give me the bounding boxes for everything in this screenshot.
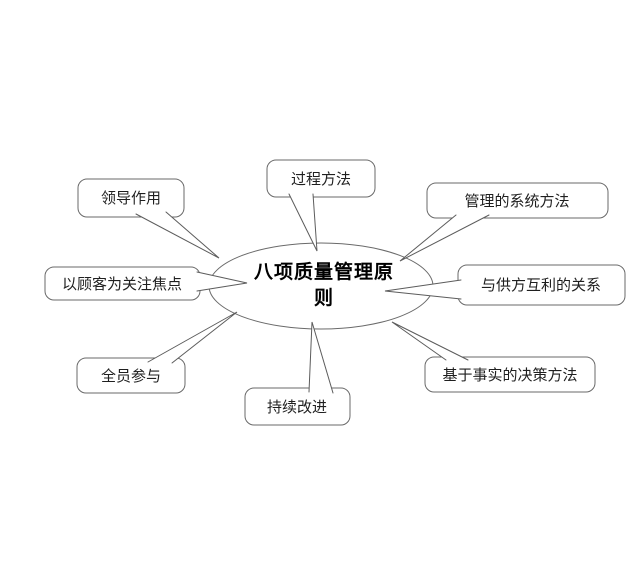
center-ellipse: [208, 242, 434, 330]
bubble-factual-decision-tail: [391, 321, 469, 361]
bubble-process-approach: 过程方法: [266, 159, 376, 252]
bubble-supplier-relations-label: 与供方互利的关系: [481, 277, 601, 294]
bubble-customer-focus-label: 以顾客为关注焦点: [62, 276, 182, 293]
bubble-involvement-shape: [76, 357, 186, 394]
bubble-factual-decision-shape: [424, 356, 596, 393]
bubble-continual-improvement-label: 持续改进: [267, 399, 327, 416]
bubble-leadership: 领导作用: [77, 178, 220, 259]
bubble-system-approach-label: 管理的系统方法: [464, 193, 569, 210]
bubble-process-approach-tail: [288, 193, 318, 252]
center-label-line2: 则: [314, 287, 334, 309]
bubble-leadership-tail: [135, 211, 220, 259]
bubble-system-approach: 管理的系统方法: [399, 182, 609, 262]
bubble-factual-decision-label: 基于事实的决策方法: [442, 367, 577, 384]
bubble-supplier-relations: 与供方互利的关系: [384, 264, 626, 306]
bubble-supplier-relations-tail: [384, 279, 462, 300]
bubble-continual-improvement-tail: [308, 321, 334, 394]
bubble-leadership-shape: [77, 178, 185, 218]
bubble-customer-focus: 以顾客为关注焦点: [44, 266, 248, 301]
bubble-process-approach-label: 过程方法: [291, 171, 351, 188]
bubble-involvement-tail: [147, 311, 238, 364]
bubble-continual-improvement-shape: [244, 387, 351, 426]
bubble-process-approach-shape: [266, 159, 376, 198]
bubble-leadership-label: 领导作用: [101, 190, 161, 207]
center-label-line1: 八项质量管理原: [254, 260, 394, 283]
bubble-involvement: 全员参与: [76, 311, 238, 394]
bubble-system-approach-tail: [399, 214, 490, 262]
bubble-factual-decision: 基于事实的决策方法: [391, 321, 596, 393]
bubble-continual-improvement: 持续改进: [244, 321, 351, 426]
bubble-system-approach-shape: [426, 182, 609, 219]
center-node: [208, 242, 434, 330]
bubble-customer-focus-tail: [196, 271, 248, 292]
bubble-involvement-label: 全员参与: [101, 367, 161, 385]
